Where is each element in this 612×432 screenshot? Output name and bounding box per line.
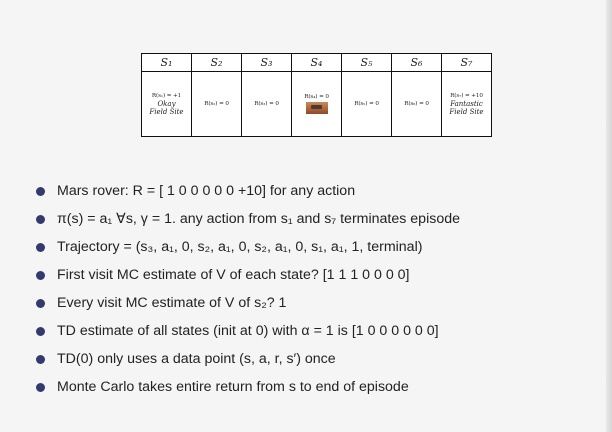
state-header-s6: S₆ [391,53,442,72]
bullet-dot-icon [36,215,45,224]
bullet-item: Every visit MC estimate of V of s₂? 1 [33,289,603,317]
bullet-dot-icon [36,187,45,196]
state-header-s5: S₅ [341,53,392,72]
state-cell-s4: R(s₄) = 0 [291,71,342,137]
state-header-s1: S₁ [141,53,192,72]
bullet-item: TD estimate of all states (init at 0) wi… [33,317,603,345]
reward-s2: R(s₂) = 0 [204,100,229,107]
bullet-text: Every visit MC estimate of V of s₂? 1 [57,295,287,311]
bullet-item: Mars rover: R = [ 1 0 0 0 0 0 +10] for a… [33,177,603,205]
state-reward-row: R(s₁) = +1 Okay Field Site R(s₂) = 0 R(s… [141,71,492,137]
window-edge [606,0,612,432]
bullet-text: TD estimate of all states (init at 0) wi… [57,323,439,339]
site-label-field-site-2: Field Site [449,107,484,116]
state-table: S₁ S₂ S₃ S₄ S₅ S₆ S₇ R(s₁) = +1 Okay Fie… [141,53,492,137]
bullet-item: π(s) = a₁ ∀s, γ = 1. any action from s₁ … [33,205,603,233]
reward-s3: R(s₃) = 0 [254,100,279,107]
state-cell-s5: R(s₅) = 0 [341,71,392,137]
bullet-text: TD(0) only uses a data point (s, a, r, s… [57,351,336,367]
state-cell-s2: R(s₂) = 0 [191,71,242,137]
site-label-okay: Okay [157,99,176,108]
state-header-row: S₁ S₂ S₃ S₄ S₅ S₆ S₇ [141,53,492,72]
bullet-dot-icon [36,243,45,252]
state-header-s2: S₂ [191,53,242,72]
bullet-item: First visit MC estimate of V of each sta… [33,261,603,289]
state-cell-s6: R(s₆) = 0 [391,71,442,137]
reward-s4: R(s₄) = 0 [304,94,329,100]
bullet-dot-icon [36,271,45,280]
bullet-item: TD(0) only uses a data point (s, a, r, s… [33,345,603,373]
site-label-fantastic: Fantastic [450,99,483,108]
bullet-dot-icon [36,383,45,392]
reward-s5: R(s₅) = 0 [354,100,379,107]
bullet-item: Trajectory = (s₃, a₁, 0, s₂, a₁, 0, s₂, … [33,233,603,261]
bullet-item: Monte Carlo takes entire return from s t… [33,373,603,401]
state-header-s3: S₃ [241,53,292,72]
bullet-text: π(s) = a₁ ∀s, γ = 1. any action from s₁ … [57,211,460,227]
bullet-text: Monte Carlo takes entire return from s t… [57,379,409,395]
reward-s1: R(s₁) = +1 [151,92,182,99]
bullet-text: Trajectory = (s₃, a₁, 0, s₂, a₁, 0, s₂, … [57,239,423,255]
state-cell-s7: R(s₇) = +10 Fantastic Field Site [441,71,492,137]
state-cell-s3: R(s₃) = 0 [241,71,292,137]
state-header-s7: S₇ [441,53,492,72]
state-header-s4: S₄ [291,53,342,72]
bullet-text: First visit MC estimate of V of each sta… [57,267,410,283]
bullet-dot-icon [36,327,45,336]
bullet-text: Mars rover: R = [ 1 0 0 0 0 0 +10] for a… [57,183,356,199]
bullet-list: Mars rover: R = [ 1 0 0 0 0 0 +10] for a… [33,177,603,401]
site-label-field-site: Field Site [149,107,184,116]
state-cell-s1: R(s₁) = +1 Okay Field Site [141,71,192,137]
reward-s6: R(s₆) = 0 [404,100,429,107]
mars-rover-image [305,102,328,114]
bullet-dot-icon [36,299,45,308]
bullet-dot-icon [36,355,45,364]
reward-s7: R(s₇) = +10 [450,92,483,99]
